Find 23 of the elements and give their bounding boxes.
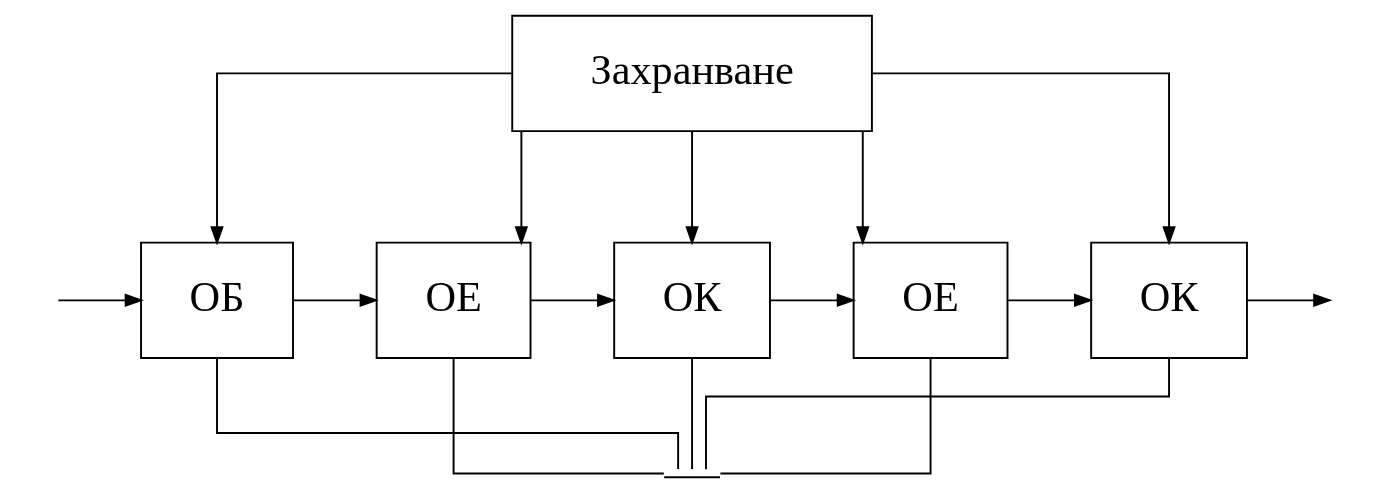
arrow: [870, 72, 1176, 246]
arrow: [529, 293, 616, 308]
arrow: [1006, 293, 1093, 308]
arrow: [514, 130, 528, 246]
arrow: [209, 72, 513, 246]
arrow: [855, 130, 869, 246]
arrow: [56, 293, 144, 308]
connector: [704, 357, 1170, 471]
connector: [215, 357, 679, 471]
node-box: ОБ: [139, 241, 294, 359]
connector: [452, 358, 665, 475]
arrow: [768, 293, 856, 308]
arrow: [291, 293, 379, 308]
node-box: ОЕ: [375, 241, 531, 359]
node-box: ОЕ: [852, 241, 1008, 359]
connector: [690, 358, 693, 470]
node-box: ОК: [1089, 241, 1248, 359]
connector: [718, 358, 932, 475]
arrow: [1245, 293, 1332, 308]
node-box: Захранване: [510, 14, 873, 133]
node-ground: [662, 476, 721, 479]
arrow: [684, 130, 699, 246]
node-box: ОК: [612, 241, 771, 359]
